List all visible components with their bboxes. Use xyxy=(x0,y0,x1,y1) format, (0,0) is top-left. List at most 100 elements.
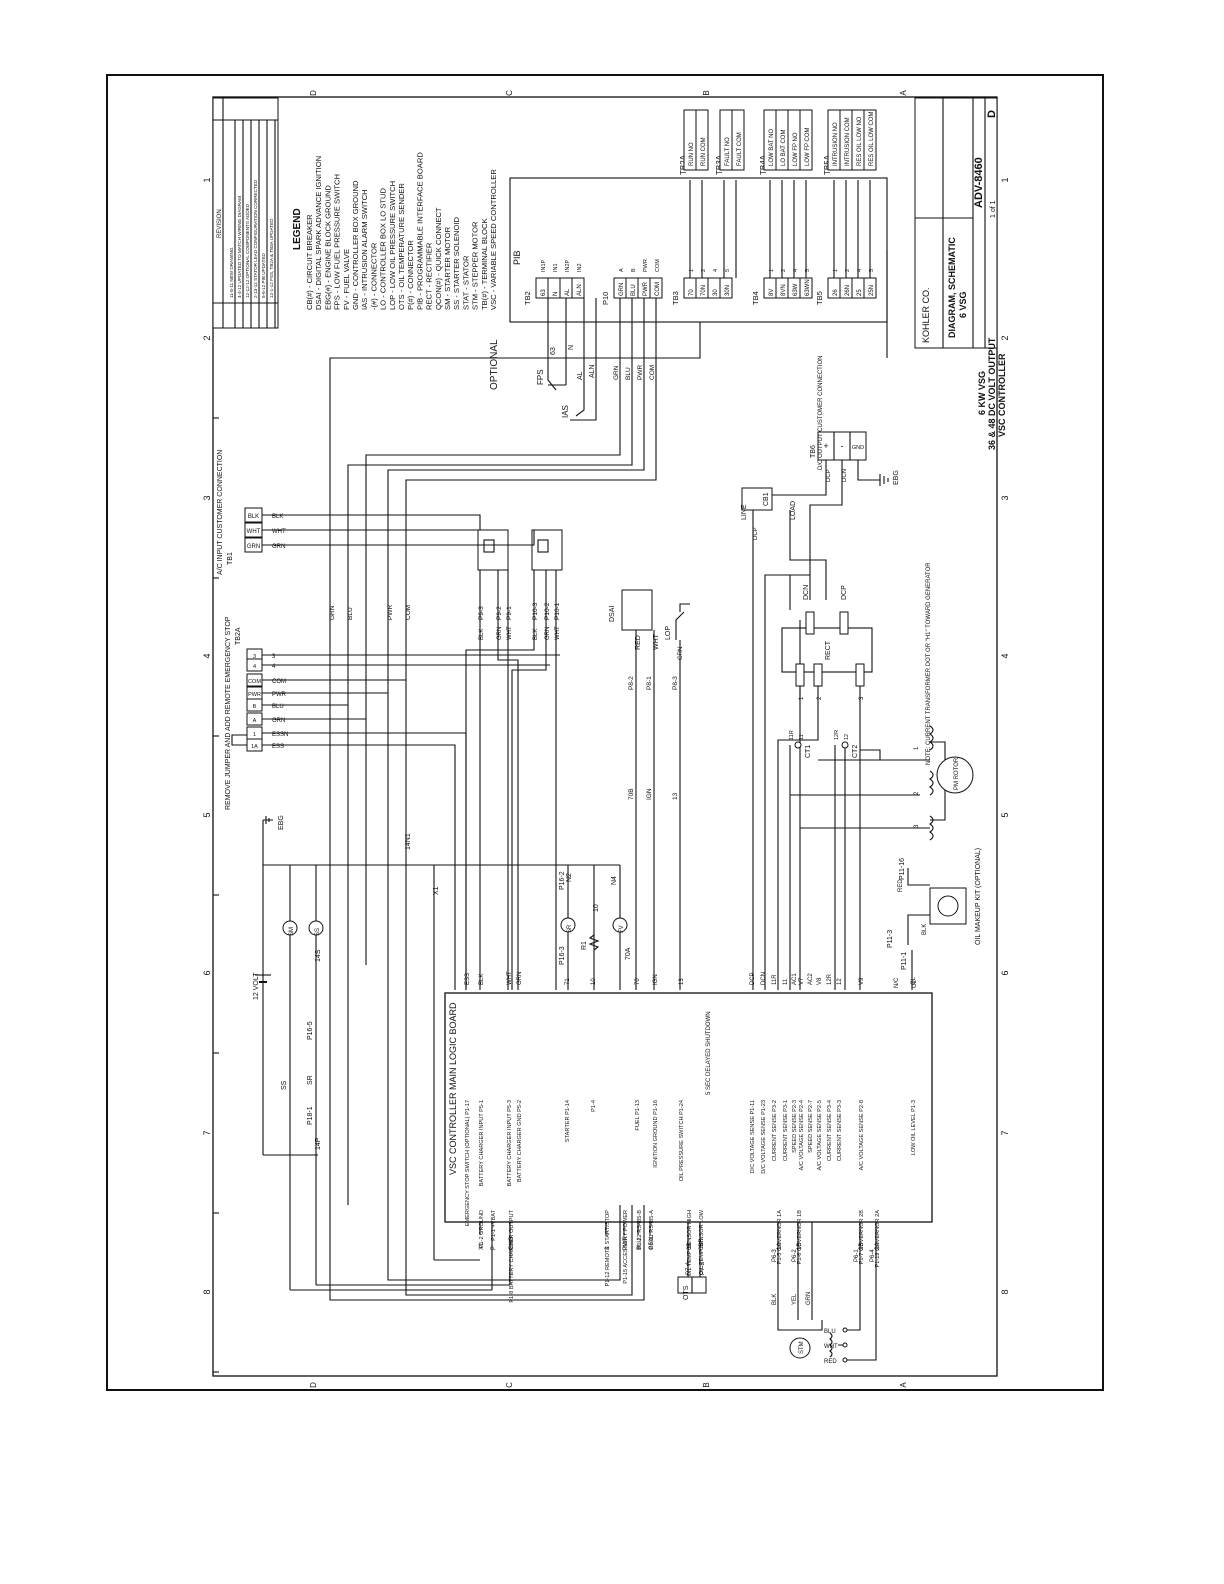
oil-wire-red: RED xyxy=(898,879,904,892)
battery-label: 12 VOLT xyxy=(253,972,260,1000)
p10-trunk-mid-1: BLU xyxy=(347,607,354,620)
ss-coil-label: SS xyxy=(315,928,321,936)
p10-trunk-mid-0: GRN xyxy=(329,605,336,620)
vsc-oil-note: 5 SEC DELAYED SHUTDOWN xyxy=(706,1011,712,1095)
vsc-bottom-wire-11: 2B xyxy=(859,1243,865,1250)
p10-trunk-mid-2: PWR xyxy=(387,605,394,620)
sm-label: SM xyxy=(289,927,295,936)
stm-wire-right-1: WHT xyxy=(824,1344,838,1350)
tb2a-wire-label-3: PWR xyxy=(272,692,287,698)
ct-lead-2: 12R xyxy=(834,730,840,740)
lop-label: LOP xyxy=(665,626,672,640)
p8-wires xyxy=(635,630,681,990)
optional-label: OPTIONAL xyxy=(489,339,500,390)
pib-p10-terminal-0: GRN xyxy=(619,283,625,296)
tb6-ground: EBG xyxy=(893,470,900,485)
p16-3: P16-3 xyxy=(559,946,566,965)
customer-terminal-1-1 xyxy=(731,109,745,171)
description-line-3: VSC CONTROLLER xyxy=(997,353,1007,437)
pib-tb5-pin-1: 2 xyxy=(845,269,851,272)
tb2a-terminal-label-2: COM xyxy=(248,679,261,685)
p10-wire-0: BLK xyxy=(533,629,539,640)
zone-row-bottom-C: C xyxy=(505,1382,514,1388)
stm-wire-0: BLK xyxy=(772,1294,778,1305)
oil-makeup-kit: OIL MAKEUP KIT (OPTIONAL) P11-16 P11-3 P… xyxy=(887,848,982,990)
tb6-wire-dcn: DCN xyxy=(842,469,848,482)
legend-item-14: QCON(#) - QUICK CONNECT xyxy=(434,207,443,310)
ias-wire-aln: ALN xyxy=(589,364,596,378)
customer-terminal-label-3-1: INTRUSION COM xyxy=(845,117,851,166)
revision-entry-0: 11-8-11 NEW DRAWING xyxy=(229,247,234,298)
pib-tb3-terminal-2: 30 xyxy=(713,289,719,296)
vsc-top-label-14: A/C VOLTAGE SENSE P2-4 xyxy=(799,1100,805,1170)
pib-tb2-pin-0: IN1P xyxy=(541,259,547,272)
tb2a-wire-label-2: COM xyxy=(272,679,286,685)
tb6-caption: D/C OUTPUT CUSTOMER CONNECTION xyxy=(818,356,824,470)
customer-terminal-label-1-1: FAULT COM xyxy=(737,132,743,166)
pib-tb3-terminal-0: 70 xyxy=(689,289,695,296)
starter-solenoid-ss: SS SS SR 14S 14P P16-5 P18-1 xyxy=(281,920,324,1150)
legend-item-7: -(#) - CONNECTOR xyxy=(369,242,378,310)
vsc-top-label-6: FUEL P1-13 xyxy=(635,1100,641,1131)
circuit-breaker-cb1: CB1 LINE LOAD xyxy=(741,487,797,520)
tb2a-wire-label-5: GRN xyxy=(272,718,285,724)
p10-pin-2: P10-1 xyxy=(554,602,561,620)
p9-wire-1: GRN xyxy=(497,627,503,640)
zone-col-right-5: 5 xyxy=(1000,812,1010,817)
oil-makeup-label: OIL MAKEUP KIT (OPTIONAL) xyxy=(975,848,982,945)
fps-switch: FPS 63 N xyxy=(536,335,575,391)
ct-lead-0: 11R xyxy=(789,730,795,740)
pib-tb4-terminal-0: 8V xyxy=(769,289,775,296)
vsc-top-label-15: SPEED SENSE P2-7 xyxy=(808,1100,814,1153)
legend-item-9: LOP - LOW OIL PRESSURE SWITCH xyxy=(388,181,397,310)
fv-label: FV xyxy=(619,925,625,933)
vsc-top-label-17: CURRENT SENSE P3-4 xyxy=(827,1100,833,1161)
zone-row-top-D: D xyxy=(309,90,318,96)
vsc-bottom-label-9: P1-5 GOVERNOR 1A xyxy=(777,1210,783,1265)
vsc-bottom-label-12: P1-19 GOVERNOR 2A xyxy=(875,1210,881,1268)
p16-5: P16-5 xyxy=(307,1021,314,1040)
pib-tb4-label: TB4 xyxy=(751,291,760,305)
tb1-label: TB1 xyxy=(227,552,234,565)
oil-wire-blk: BLK xyxy=(922,924,928,935)
drawing-number: ADV-8460 xyxy=(973,157,985,208)
tb2a-wire-label-7: ESS xyxy=(272,744,284,750)
revision-header: REVISION xyxy=(217,209,223,238)
tb1-wire-label-0: BLK xyxy=(272,514,283,520)
p10-trunk-top-1: BLU xyxy=(625,367,632,380)
ots-label: OTS xyxy=(683,1285,690,1300)
vsc-title: VSC CONTROLLER MAIN LOGIC BOARD xyxy=(448,1002,458,1175)
pib-label: PIB xyxy=(512,250,522,265)
zone-col-left-8: 8 xyxy=(202,1289,212,1294)
pib-tb5-label: TB5 xyxy=(815,291,824,305)
trunk-label-x1: X1 xyxy=(433,886,440,895)
tb2a-label: TB2A xyxy=(235,627,242,645)
tb2a-terminal-label-5: A xyxy=(253,718,257,724)
zone-col-right-1: 1 xyxy=(1000,177,1010,182)
stm-connector-2: P6-1 xyxy=(854,1249,860,1262)
legend-item-11: P(#) - CONNECTOR xyxy=(406,240,415,310)
stator-windings: PM ROTOR 123 xyxy=(914,725,974,841)
title-company: KOHLER CO. xyxy=(921,287,931,343)
drawing-revision: D xyxy=(986,110,998,118)
ebg-ground-left: EBG xyxy=(262,815,285,865)
p9-pin-1: P9-2 xyxy=(496,606,503,620)
stm-wire-right-0: BLU xyxy=(824,1329,836,1335)
starter-motor-sm: SM xyxy=(282,920,298,936)
p8-wire-0: 70B xyxy=(628,788,635,800)
pib-p10-pin-2: PWR xyxy=(643,259,649,272)
legend-item-12: PIB - PROGRAMMABLE INTERFACE BOARD xyxy=(415,152,424,310)
zone-col-right-3: 3 xyxy=(1000,495,1010,500)
pib-tb3-pin-2: 4 xyxy=(713,269,719,272)
vsc-top-label-11: CURRENT SENSE P3-2 xyxy=(772,1100,778,1161)
legend-item-10: OTS - OIL TEMPERATURE SENDER xyxy=(397,183,406,310)
ct-note: NOTE: CURRENT TRANSFORMER DOT OR "H1" TO… xyxy=(926,562,932,765)
pib-p10-terminal-2: PWR xyxy=(643,281,649,296)
tb2a-terminal-label-4: B xyxy=(253,704,257,710)
vsc-top-wire-0: ESS xyxy=(465,973,471,985)
